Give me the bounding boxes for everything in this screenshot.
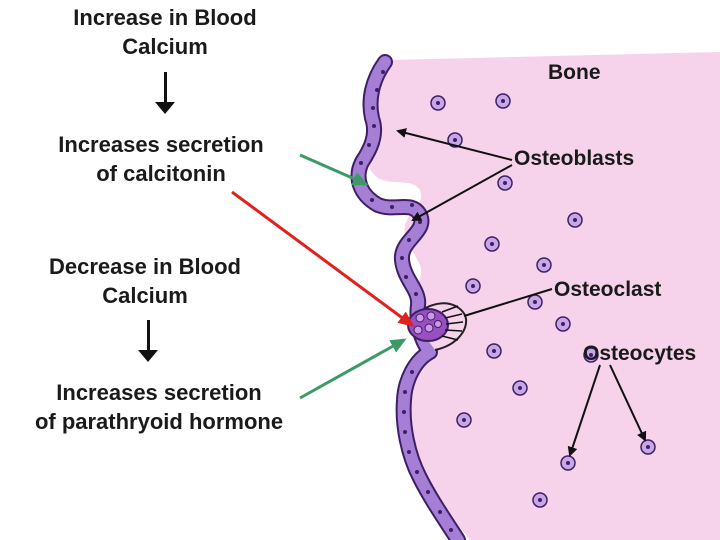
decrease-blood-calcium-line2: Calcium: [20, 281, 270, 310]
decrease-blood-calcium-line1: Decrease in Blood: [20, 252, 270, 281]
increase-blood-calcium-label: Increase in Blood Calcium: [40, 3, 290, 61]
increase-blood-calcium-line2: Calcium: [40, 32, 290, 61]
increases-calcitonin-label: Increases secretion of calcitonin: [26, 130, 296, 188]
increases-parathyroid-line1: Increases secretion: [0, 378, 318, 407]
bone-label: Bone: [548, 58, 601, 87]
increases-calcitonin-line1: Increases secretion: [26, 130, 296, 159]
down-arrow-2: [138, 320, 158, 362]
increases-calcitonin-line2: of calcitonin: [26, 159, 296, 188]
osteoclast-label: Osteoclast: [554, 275, 661, 304]
osteoblasts-label: Osteoblasts: [514, 144, 634, 173]
osteocytes-label: Osteocytes: [583, 339, 720, 368]
increases-parathyroid-line2: of parathryoid hormone: [0, 407, 318, 436]
increases-parathyroid-label: Increases secretion of parathryoid hormo…: [0, 378, 318, 436]
increase-blood-calcium-line1: Increase in Blood: [40, 3, 290, 32]
decrease-blood-calcium-label: Decrease in Blood Calcium: [20, 252, 270, 310]
down-arrow-1: [155, 72, 175, 114]
